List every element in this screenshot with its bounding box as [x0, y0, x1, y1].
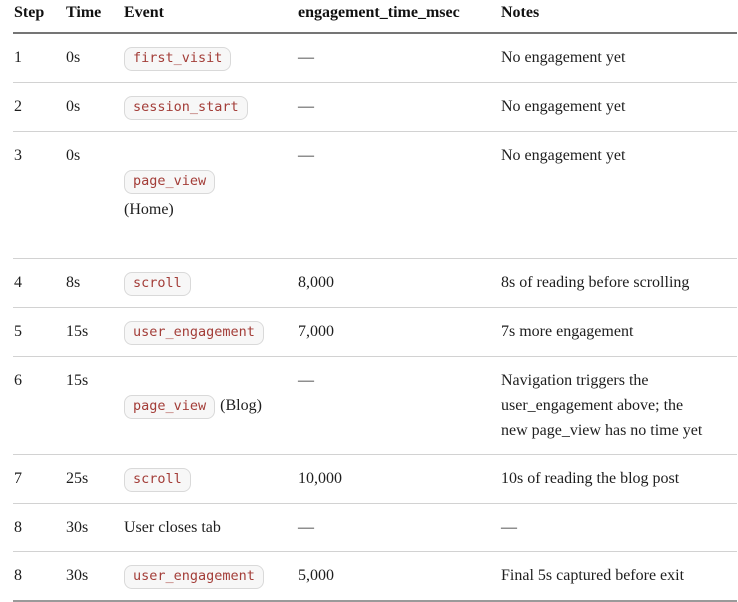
time-cell: 25s — [65, 454, 123, 504]
engagement-cell: — — [297, 131, 500, 259]
event-cell: user_engagement — [123, 307, 297, 357]
time-cell: 0s — [65, 131, 123, 259]
engagement-events-table: Step Time Event engagement_time_msec Not… — [13, 0, 737, 602]
notes-cell: No engagement yet — [500, 131, 737, 259]
table-row: 2 0s session_start — No engagement yet — [13, 82, 737, 132]
time-cell: 8s — [65, 258, 123, 308]
event-cell: user_engagement — [123, 551, 297, 602]
step-cell: 3 — [13, 131, 65, 259]
event-code-chip: first_visit — [124, 47, 232, 71]
col-header-step: Step — [13, 0, 65, 34]
notes-cell: Navigation triggers the user_engagement … — [500, 356, 737, 455]
event-cell: scroll — [123, 454, 297, 504]
event-code-chip: scroll — [124, 272, 191, 296]
event-cell: scroll — [123, 258, 297, 308]
col-header-notes: Notes — [500, 0, 737, 34]
engagement-cell: 5,000 — [297, 551, 500, 602]
engagement-cell: — — [297, 503, 500, 552]
col-header-engagement-time-msec: engagement_time_msec — [297, 0, 500, 34]
step-cell: 7 — [13, 454, 65, 504]
col-header-event: Event — [123, 0, 297, 34]
event-code-chip: page_view — [124, 170, 216, 194]
table-row: 7 25s scroll 10,000 10s of reading the b… — [13, 454, 737, 504]
event-code-chip: scroll — [124, 468, 191, 492]
notes-cell: 10s of reading the blog post — [500, 454, 737, 504]
step-cell: 2 — [13, 82, 65, 132]
event-text: User closes tab — [124, 519, 221, 536]
table-row: 6 15s page_view(Blog) — Navigation trigg… — [13, 356, 737, 455]
event-cell: page_view(Blog) — [123, 356, 297, 455]
notes-cell: 7s more engagement — [500, 307, 737, 357]
engagement-cell: — — [297, 33, 500, 83]
step-cell: 6 — [13, 356, 65, 455]
engagement-cell: — — [297, 82, 500, 132]
time-cell: 30s — [65, 551, 123, 602]
event-code-chip: page_view — [124, 395, 216, 419]
table-row: 1 0s first_visit — No engagement yet — [13, 33, 737, 83]
step-cell: 8 — [13, 551, 65, 602]
step-cell: 8 — [13, 503, 65, 552]
table-row: 8 30s user_engagement 5,000 Final 5s cap… — [13, 551, 737, 602]
event-code-chip: user_engagement — [124, 321, 264, 345]
notes-cell: Final 5s captured before exit — [500, 551, 737, 602]
event-suffix: (Home) — [124, 201, 174, 218]
time-cell: 0s — [65, 33, 123, 83]
event-cell: first_visit — [123, 33, 297, 83]
notes-cell: — — [500, 503, 737, 552]
notes-cell: No engagement yet — [500, 33, 737, 83]
time-cell: 30s — [65, 503, 123, 552]
col-header-time: Time — [65, 0, 123, 34]
time-cell: 0s — [65, 82, 123, 132]
step-cell: 1 — [13, 33, 65, 83]
engagement-cell: — — [297, 356, 500, 455]
table-row: 8 30s User closes tab — — — [13, 503, 737, 552]
table-row: 5 15s user_engagement 7,000 7s more enga… — [13, 307, 737, 357]
time-cell: 15s — [65, 307, 123, 357]
event-cell: User closes tab — [123, 503, 297, 552]
engagement-cell: 7,000 — [297, 307, 500, 357]
header-row: Step Time Event engagement_time_msec Not… — [13, 0, 737, 34]
event-suffix: (Blog) — [220, 397, 262, 414]
event-code-chip: session_start — [124, 96, 248, 120]
event-cell: session_start — [123, 82, 297, 132]
step-cell: 4 — [13, 258, 65, 308]
event-cell: page_view (Home) — [123, 131, 297, 259]
notes-cell: 8s of reading before scrolling — [500, 258, 737, 308]
engagement-cell: 8,000 — [297, 258, 500, 308]
notes-cell: No engagement yet — [500, 82, 737, 132]
table-row: 3 0s page_view (Home) — No engagement yet — [13, 131, 737, 259]
table-row: 4 8s scroll 8,000 8s of reading before s… — [13, 258, 737, 308]
event-code-chip: user_engagement — [124, 565, 264, 589]
time-cell: 15s — [65, 356, 123, 455]
table-header: Step Time Event engagement_time_msec Not… — [13, 0, 737, 34]
step-cell: 5 — [13, 307, 65, 357]
table-body: 1 0s first_visit — No engagement yet 2 0… — [13, 33, 737, 602]
engagement-cell: 10,000 — [297, 454, 500, 504]
